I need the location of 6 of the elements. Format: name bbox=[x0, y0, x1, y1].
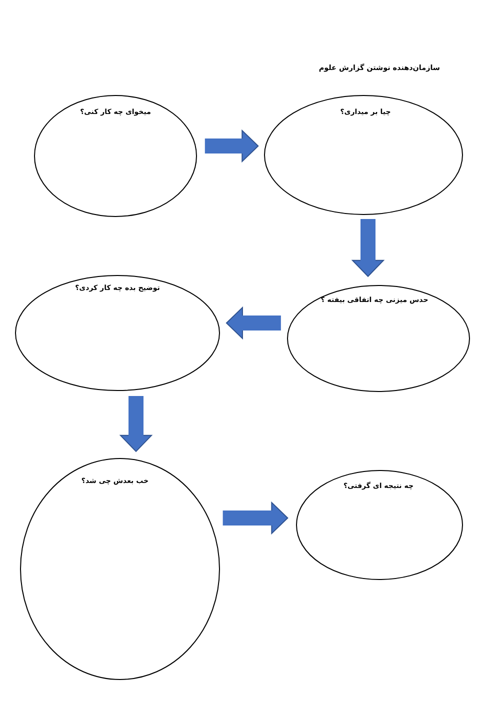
question-oval bbox=[15, 275, 220, 391]
question-oval bbox=[287, 285, 470, 392]
question-oval bbox=[296, 470, 463, 580]
question-oval bbox=[264, 95, 463, 215]
question-oval bbox=[34, 95, 197, 217]
question-oval bbox=[20, 458, 220, 680]
